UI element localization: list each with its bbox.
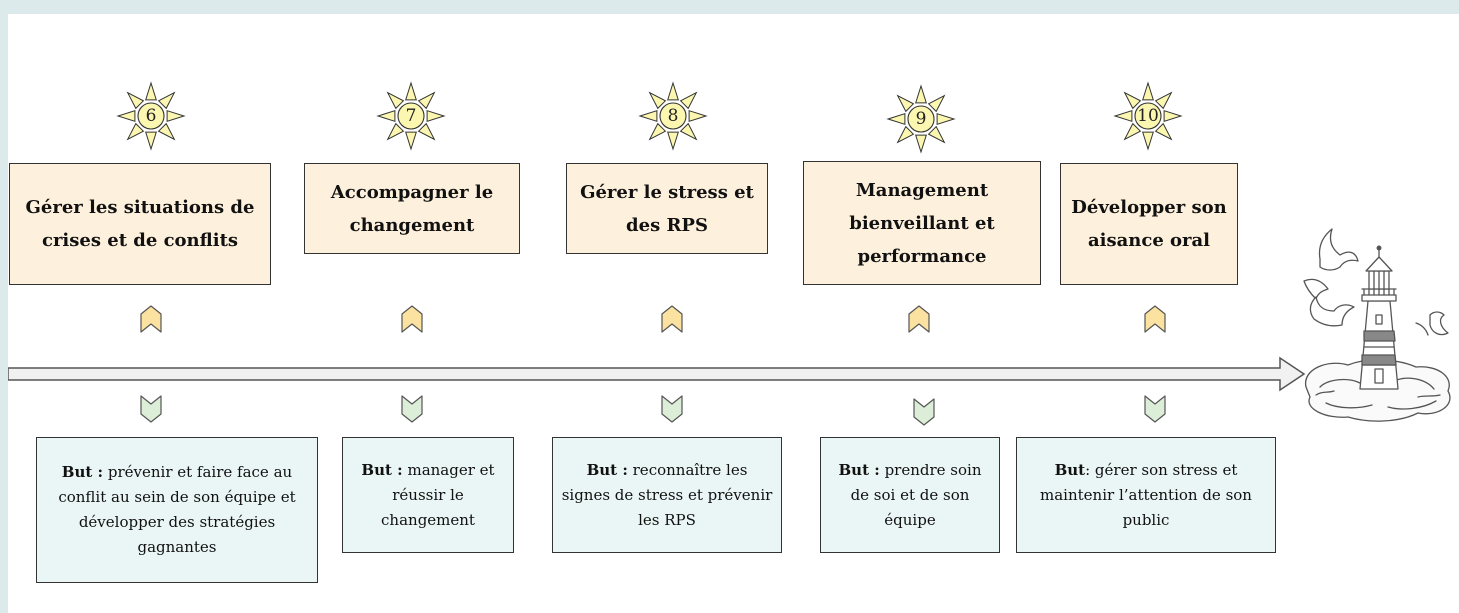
step-10-title: Développer son aisance oral [1071,197,1227,251]
step-10-goal-box: But: gérer son stress et maintenir l’att… [1016,437,1276,553]
step-8-title: Gérer le stress et des RPS [580,181,754,236]
step-7-number: 7 [405,106,417,126]
step-8-goal-label: But : [586,460,628,479]
step-9-title: Management bienveillant et performance [849,179,995,267]
diagram-canvas: 6 Gérer les situations de crises et de c… [8,14,1459,613]
step-6-goal-box: But : prévenir et faire face au conflit … [36,437,318,583]
step-7-chevron-up-icon [400,304,424,334]
step-7-goal-text: manager et réussir le changement [381,460,495,529]
step-6-chevron-up-icon [139,304,163,334]
step-8-title-box: Gérer le stress et des RPS [566,163,768,254]
step-10-sun-icon: 10 [1111,79,1185,153]
step-10-chevron-up-icon [1143,304,1167,334]
step-6-goal-text: prévenir et faire face au conflit au sei… [58,463,296,556]
step-6-sun-icon: 6 [114,79,188,153]
step-7-sun-icon: 7 [374,79,448,153]
step-6-number: 6 [145,106,157,126]
step-9-goal-text: prendre soin de soi et de son équipe [850,460,982,529]
step-7-title: Accompagner le changement [330,181,494,236]
step-10-goal-text: : gérer son stress et maintenir l’attent… [1040,460,1252,529]
step-8-chevron-up-icon [660,304,684,334]
step-7-chevron-down-icon [400,394,424,424]
step-9-chevron-down-icon [912,397,936,427]
step-6-chevron-down-icon [139,394,163,424]
step-6-goal-label: But : [61,463,104,481]
step-10-chevron-down-icon [1143,394,1167,424]
step-9-goal-label: But : [838,460,880,479]
step-6-title: Gérer les situations de crises et de con… [25,197,255,251]
step-10-number: 10 [1137,106,1159,126]
step-8-chevron-down-icon [660,394,684,424]
step-9-chevron-up-icon [907,304,931,334]
step-6-title-box: Gérer les situations de crises et de con… [9,163,271,285]
step-8-sun-icon: 8 [636,79,710,153]
lighthouse-icon [1303,228,1451,422]
step-7-goal-box: But : manager et réussir le changement [342,437,514,553]
step-7-title-box: Accompagner le changement [304,163,520,254]
step-8-goal-box: But : reconnaître les signes de stress e… [552,437,782,553]
step-9-title-box: Management bienveillant et performance [803,161,1041,285]
timeline-arrow [8,356,1306,392]
step-8-goal-text: reconnaître les signes de stress et prév… [561,460,773,529]
step-7-goal-label: But : [361,460,403,479]
step-8-number: 8 [667,106,679,126]
step-9-number: 9 [915,109,927,129]
step-9-sun-icon: 9 [884,82,958,156]
step-9-goal-box: But : prendre soin de soi et de son équi… [820,437,1000,553]
step-10-goal-label: But [1054,460,1086,479]
step-10-title-box: Développer son aisance oral [1060,163,1238,285]
